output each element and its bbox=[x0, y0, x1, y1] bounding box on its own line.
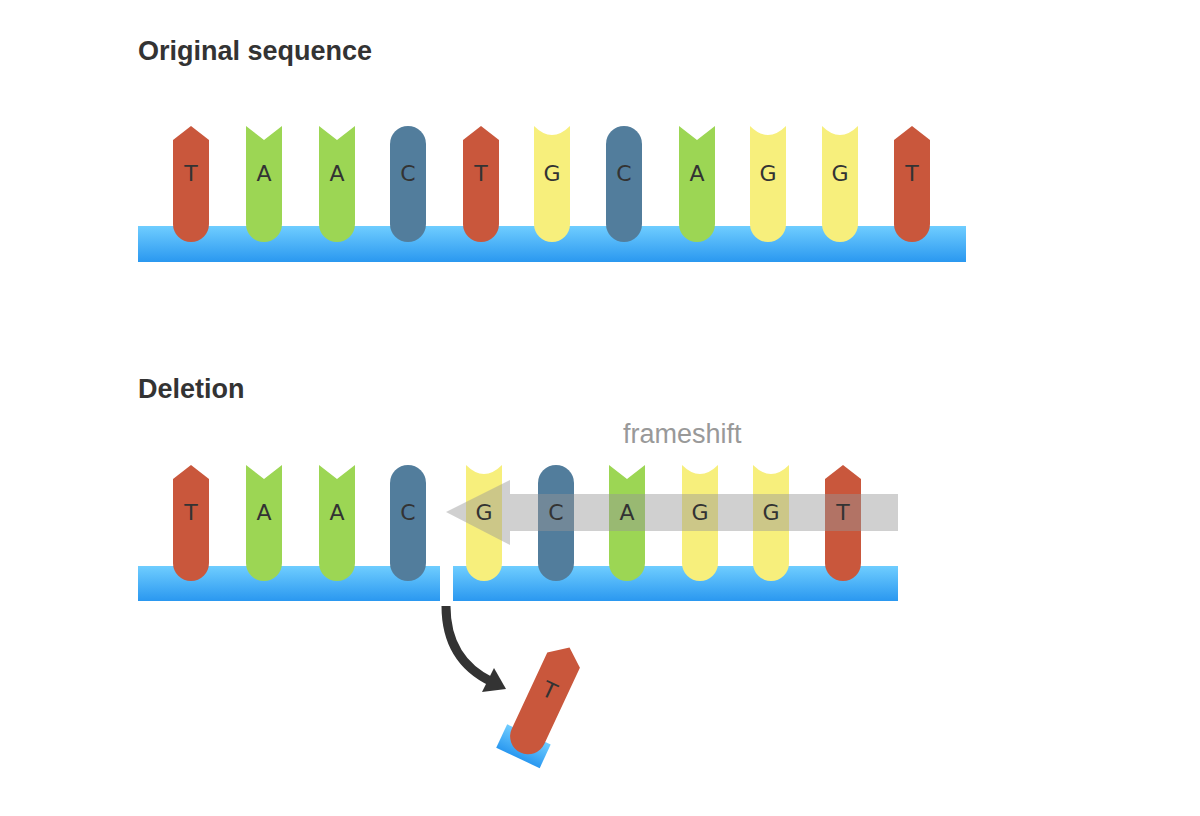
base-letter: C bbox=[390, 501, 426, 525]
base-letter: C bbox=[606, 162, 642, 186]
nucleotide: T bbox=[894, 126, 930, 242]
base-shape bbox=[390, 126, 426, 242]
removal-arrow bbox=[446, 606, 492, 682]
base-letter: G bbox=[534, 162, 570, 186]
nucleotide: C bbox=[390, 465, 426, 581]
nucleotide: G bbox=[753, 465, 789, 581]
removal-arrowhead bbox=[482, 668, 506, 692]
frameshift-label: frameshift bbox=[623, 419, 742, 450]
nucleotide: A bbox=[319, 465, 355, 581]
base-shape bbox=[822, 126, 858, 242]
base-shape bbox=[606, 126, 642, 242]
base-shape bbox=[173, 126, 209, 242]
base-shape bbox=[750, 126, 786, 242]
frameshift-arrow bbox=[446, 480, 898, 545]
nucleotide: T bbox=[173, 465, 209, 581]
base-shape bbox=[534, 126, 570, 242]
section-heading: Deletion bbox=[138, 374, 245, 405]
base-letter: T bbox=[173, 162, 209, 186]
nucleotide: T bbox=[173, 126, 209, 242]
base-shape bbox=[173, 465, 209, 581]
base-letter: A bbox=[319, 501, 355, 525]
base-shape bbox=[463, 126, 499, 242]
base-shape bbox=[679, 126, 715, 242]
nucleotide: C bbox=[538, 465, 574, 581]
nucleotide: T bbox=[504, 640, 586, 760]
base-letter: T bbox=[463, 162, 499, 186]
base-shape bbox=[894, 126, 930, 242]
nucleotide: A bbox=[246, 126, 282, 242]
nucleotide: G bbox=[822, 126, 858, 242]
nucleotide: G bbox=[534, 126, 570, 242]
base-letter: A bbox=[319, 162, 355, 186]
base-letter: C bbox=[390, 162, 426, 186]
base-letter: T bbox=[894, 162, 930, 186]
base-letter: A bbox=[246, 162, 282, 186]
base-letter: A bbox=[679, 162, 715, 186]
base-letter: C bbox=[538, 501, 574, 525]
nucleotide: C bbox=[606, 126, 642, 242]
base-letter: A bbox=[246, 501, 282, 525]
nucleotide: A bbox=[319, 126, 355, 242]
base-shape bbox=[504, 640, 586, 760]
base-shape bbox=[246, 465, 282, 581]
base-shape bbox=[319, 126, 355, 242]
nucleotide: G bbox=[750, 126, 786, 242]
section-heading: Original sequence bbox=[138, 36, 372, 67]
base-shape bbox=[246, 126, 282, 242]
base-letter: T bbox=[173, 501, 209, 525]
base-letter: G bbox=[466, 501, 502, 525]
base-letter: G bbox=[750, 162, 786, 186]
base-shape bbox=[390, 465, 426, 581]
nucleotide: G bbox=[682, 465, 718, 581]
base-letter: G bbox=[682, 501, 718, 525]
base-letter: G bbox=[822, 162, 858, 186]
nucleotide: C bbox=[390, 126, 426, 242]
nucleotide: T bbox=[463, 126, 499, 242]
base-letter: A bbox=[609, 501, 645, 525]
base-shape bbox=[319, 465, 355, 581]
nucleotide: G bbox=[466, 465, 502, 581]
base-letter: G bbox=[753, 501, 789, 525]
nucleotide: T bbox=[825, 465, 861, 581]
base-letter: T bbox=[825, 501, 861, 525]
nucleotide: A bbox=[609, 465, 645, 581]
nucleotide: A bbox=[246, 465, 282, 581]
nucleotide: A bbox=[679, 126, 715, 242]
